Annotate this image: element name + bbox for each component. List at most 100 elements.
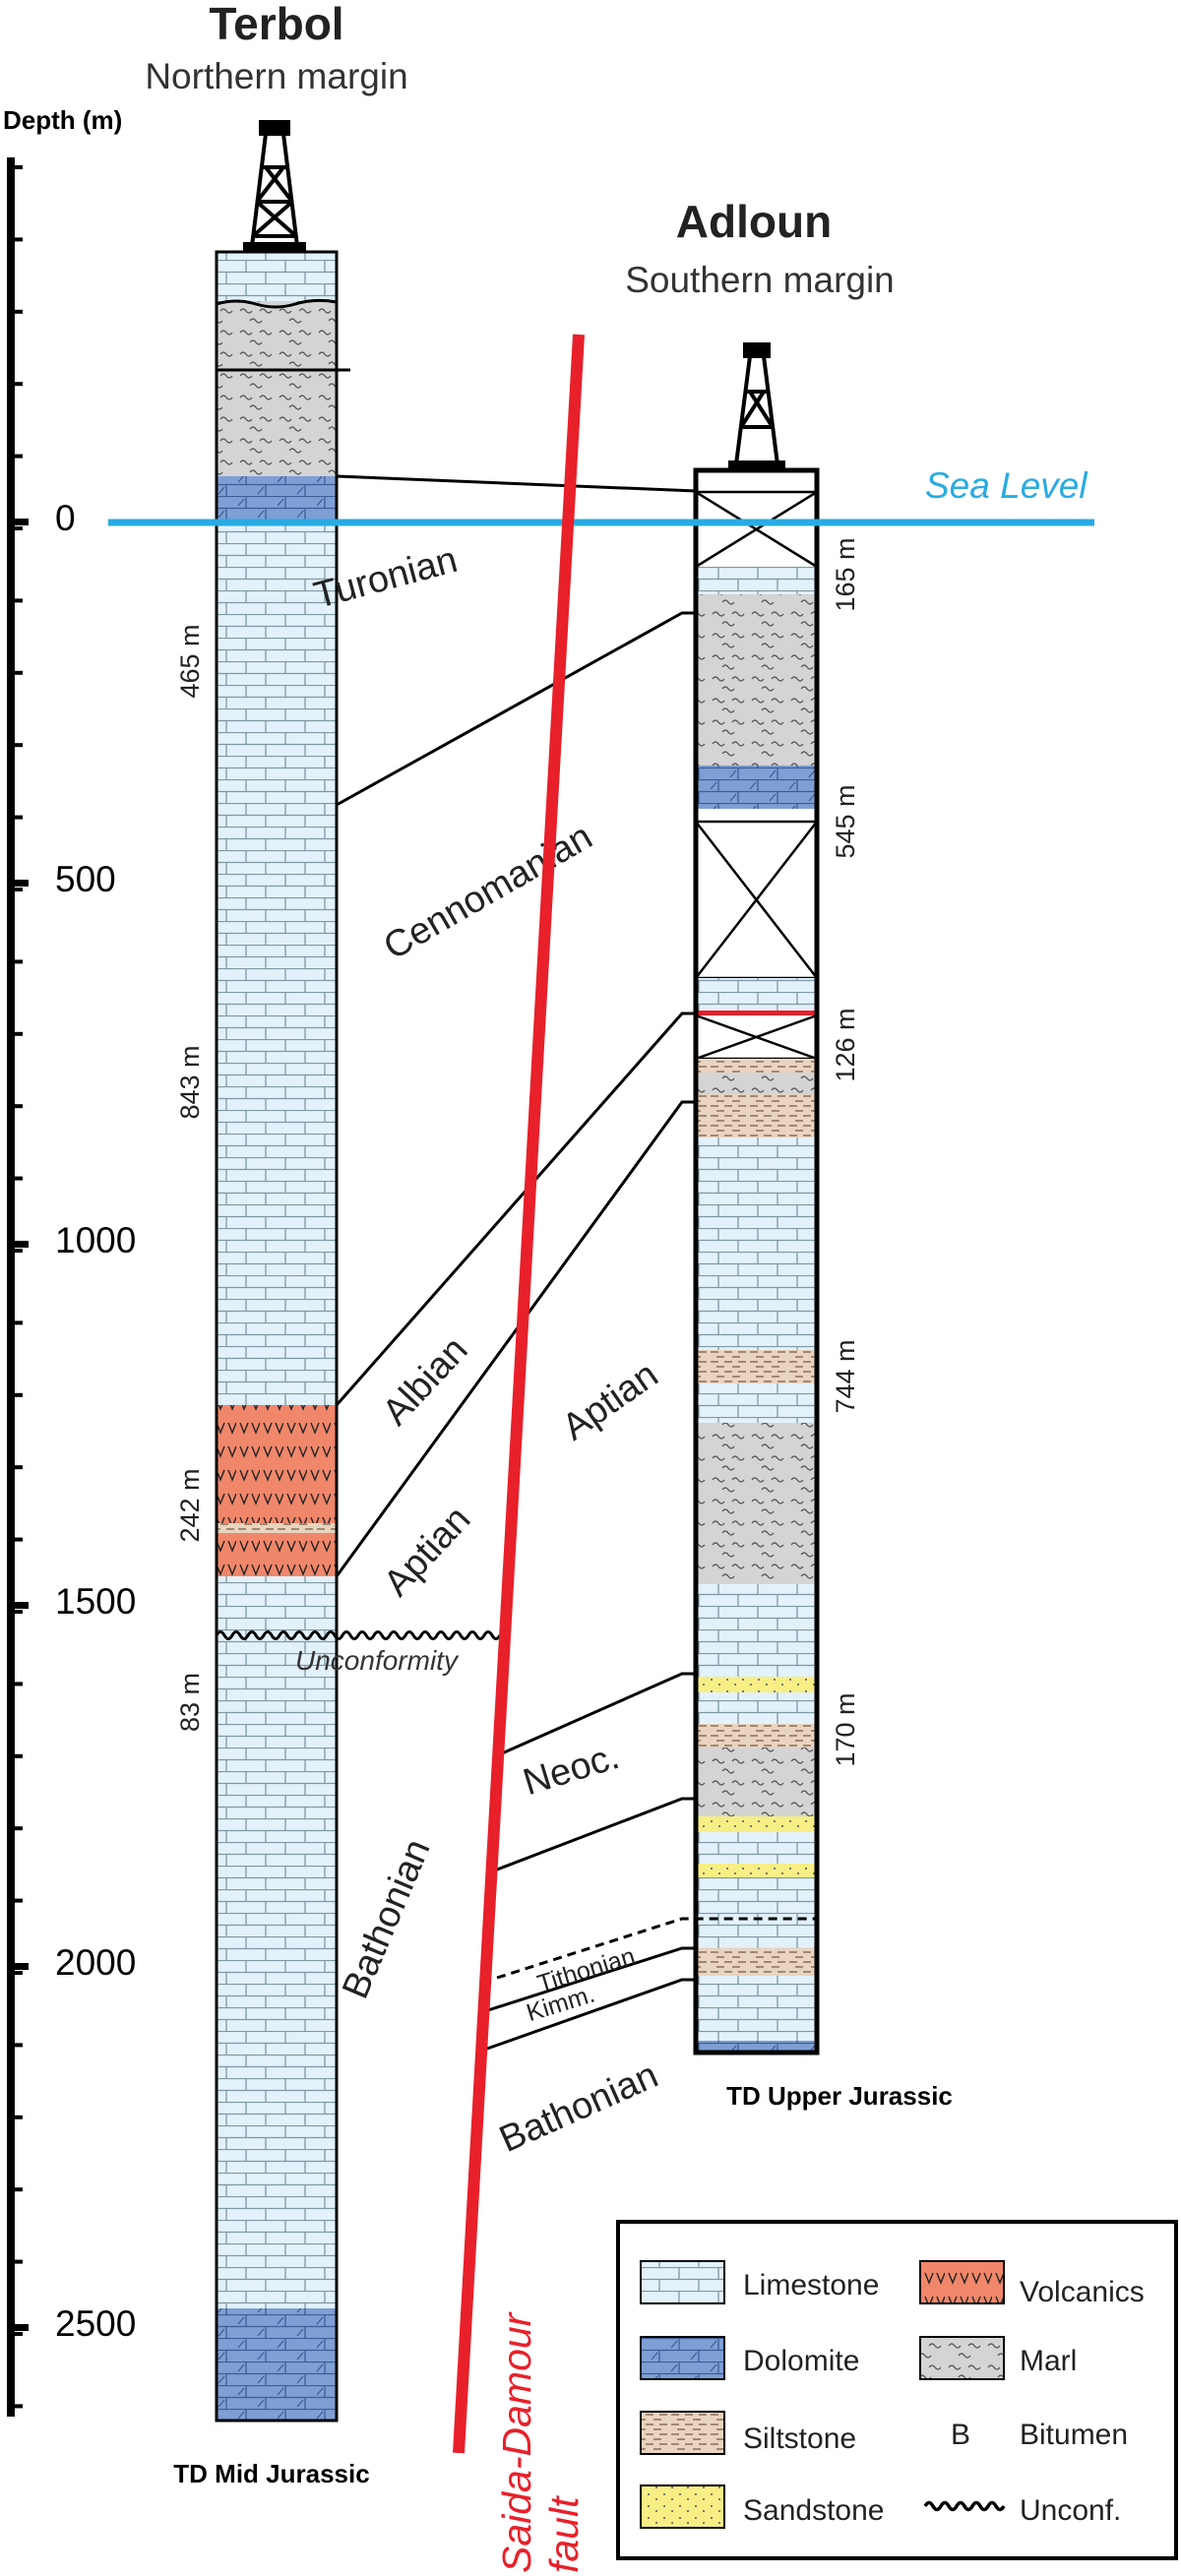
correlation-line-albian-base (335, 1100, 696, 1577)
terbol-volcanics (217, 1405, 337, 1576)
depth-minor-tick (15, 1249, 23, 1253)
depth-minor-tick (15, 1392, 23, 1397)
adloun-limestone-f (696, 1692, 817, 1724)
fault-label-line1: Saida-Damour (494, 2310, 539, 2573)
depth-minor-ticks (15, 165, 23, 2409)
depth-minor-tick (15, 237, 23, 242)
adloun-derrick-icon (728, 342, 785, 470)
depth-minor-tick (15, 2043, 23, 2048)
unconformity-line (215, 1630, 502, 1640)
correlation-line-tithonian-top (496, 1917, 817, 1980)
adloun-thickness-label: 545 m (831, 784, 860, 858)
terbol-well: Terbol Northern margin 465 m 843 m 242 m… (145, 0, 407, 2488)
adloun-sandstone-b (696, 1816, 817, 1832)
terbol-limestone-top (217, 252, 337, 301)
stage-label-bathonian-terbol: Bathonian (335, 1833, 439, 2004)
adloun-sandstone-a (696, 1677, 817, 1692)
adloun-limestone-h (696, 1877, 817, 1948)
depth-tick-label: 0 (55, 498, 76, 538)
correlation-line-neocomian-base (496, 1797, 696, 1871)
terbol-thickness-label: 465 m (175, 624, 205, 698)
adloun-limestone-a (696, 567, 817, 594)
terbol-thickness-label: 83 m (175, 1673, 205, 1732)
legend-label-dolomite: Dolomite (743, 2345, 859, 2377)
depth-axis-title: Depth (m) (3, 105, 122, 135)
adloun-td-label: TD Upper Jurassic (726, 2081, 953, 2111)
terbol-siltstone-in-volcanics (217, 1523, 337, 1533)
adloun-subtitle: Southern margin (625, 260, 895, 300)
depth-minor-tick (15, 670, 23, 675)
stage-label-neocomian: Neoc. (519, 1736, 624, 1804)
correlation-line-cenomanian-base (335, 1012, 696, 1406)
depth-minor-tick (15, 309, 23, 314)
adloun-thickness-label: 744 m (831, 1339, 860, 1413)
depth-minor-tick (15, 165, 23, 169)
depth-tick-label: 1000 (55, 1220, 136, 1260)
depth-axis: Depth (m) 0 500 1000 1500 2000 2500 (3, 105, 136, 2417)
legend-label-sandstone: Sandstone (743, 2494, 884, 2527)
adloun-thickness-label: 126 m (831, 1008, 860, 1081)
fault-label-line2: fault (541, 2495, 587, 2573)
unconformity: Unconformity (215, 1630, 502, 1676)
adloun-marl-d (696, 1748, 817, 1816)
adloun-siltstone-d (696, 1724, 817, 1748)
legend-label-siltstone: Siltstone (743, 2423, 856, 2455)
legend-label-unconf: Unconf. (1020, 2494, 1121, 2527)
depth-minor-tick (15, 598, 23, 603)
depth-minor-tick (15, 1031, 23, 1036)
depth-major-ticks (15, 519, 29, 2331)
adloun-well: Adloun Southern margin (625, 196, 953, 2111)
depth-minor-tick (15, 1465, 23, 1470)
adloun-siltstone-c (696, 1350, 817, 1383)
depth-minor-tick (15, 1682, 23, 1687)
legend-swatch-siltstone (640, 2411, 725, 2455)
legend-swatch-limestone (640, 2260, 725, 2304)
stage-label-aptian-terbol: Aptian (376, 1499, 478, 1604)
adloun-nocore-mid (696, 809, 817, 978)
terbol-derrick-icon (243, 120, 306, 252)
saida-damour-fault: Saida-Damour fault (453, 334, 587, 2573)
depth-tick-label: 500 (55, 859, 116, 899)
terbol-td-label: TD Mid Jurassic (173, 2459, 369, 2488)
adloun-dolomite-base (696, 2041, 817, 2053)
sea-level-label: Sea Level (925, 465, 1088, 506)
adloun-sandstone-c (696, 1864, 817, 1877)
adloun-thickness-label: 165 m (831, 537, 860, 611)
adloun-dolomite-a (696, 766, 817, 809)
legend-swatch-volcanics (919, 2260, 1005, 2304)
correlation-line-top (336, 474, 697, 493)
legend-swatch-sandstone (640, 2484, 725, 2529)
adloun-column-outline (693, 467, 820, 2055)
adloun-limestone-c (696, 1137, 817, 1350)
fault-line (453, 334, 585, 2454)
depth-minor-tick (15, 1176, 23, 1181)
depth-minor-tick (15, 2404, 23, 2409)
correlation-line-kimm-base (486, 1978, 696, 2051)
terbol-thickness-label: 843 m (175, 1045, 205, 1119)
adloun-siltstone-a (696, 1059, 817, 1073)
adloun-limestone-i (696, 1976, 817, 2041)
depth-minor-tick (15, 2115, 23, 2119)
depth-minor-tick (15, 1537, 23, 1542)
adloun-siltstone-e (696, 1948, 817, 1976)
adloun-thickness-label: 170 m (831, 1692, 860, 1766)
depth-minor-tick (15, 1971, 23, 1975)
terbol-dolomite-band (217, 476, 337, 521)
adloun-nocore-x (695, 820, 818, 980)
sea-level: Sea Level (108, 465, 1094, 526)
adloun-marl-a (696, 594, 817, 766)
terbol-thickness-label: 242 m (175, 1468, 205, 1542)
depth-minor-tick (15, 959, 23, 964)
legend-swatch-marl (919, 2336, 1005, 2380)
depth-minor-tick (15, 743, 23, 748)
depth-minor-tick (15, 454, 23, 459)
terbol-limestone-main (217, 521, 337, 1405)
adloun-limestone-b (696, 978, 817, 1013)
depth-minor-tick (15, 1898, 23, 1903)
correlation-line-turonian-base (336, 611, 696, 807)
adloun-nocore-top (696, 470, 817, 567)
terbol-marl-contact (216, 298, 338, 309)
legend: Limestone Volcanics Dolomite Marl Siltst… (616, 2220, 1178, 2560)
adloun-limestone-g (696, 1832, 817, 1864)
depth-minor-tick (15, 1320, 23, 1325)
